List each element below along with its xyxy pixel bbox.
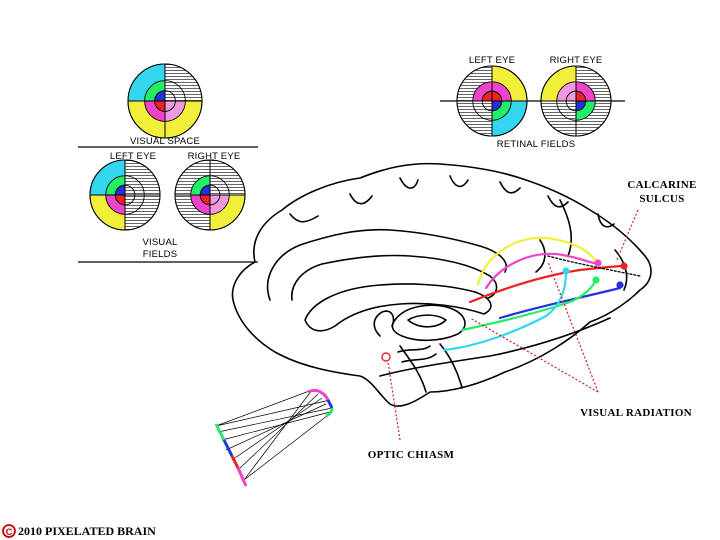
copyright-icon bbox=[2, 524, 16, 538]
fiber-blue bbox=[498, 286, 622, 320]
calcarine-sulcus-line bbox=[547, 255, 641, 277]
optics-arc-magenta bbox=[307, 388, 330, 401]
fiber-cyan bbox=[442, 270, 568, 352]
optic-chiasm-pointer bbox=[387, 361, 401, 441]
brain-outline bbox=[231, 162, 652, 407]
visual-radiation-label: VISUAL RADIATION bbox=[580, 407, 692, 419]
label-pointers bbox=[387, 209, 639, 441]
visual-radiation-pointer-1 bbox=[547, 261, 599, 393]
thalamus bbox=[391, 304, 466, 342]
optics-arc-green bbox=[325, 407, 334, 418]
visual-radiation-pointer-2 bbox=[469, 317, 599, 393]
retinal-right-eye-circle bbox=[540, 65, 612, 137]
optics-bar-green bbox=[214, 423, 226, 441]
copyright-text: 2010 PIXELATED BRAIN bbox=[18, 524, 156, 538]
visual-fields-label-line2: FIELDS bbox=[143, 249, 177, 260]
visual-fields-right-eye-circle bbox=[174, 159, 246, 231]
cingulate-sulcus bbox=[266, 228, 507, 301]
hypothalamus bbox=[373, 310, 395, 337]
brainstem bbox=[399, 343, 463, 393]
calcarine-pointer bbox=[615, 209, 639, 263]
calcarine-label-line1: CALCARINE bbox=[627, 179, 696, 191]
copyright-symbol: C bbox=[6, 527, 13, 537]
fiber-end-magenta bbox=[594, 259, 602, 267]
fiber-end-blue bbox=[616, 281, 624, 289]
retinal-left-eye-circle bbox=[456, 65, 528, 137]
fiber-end-cyan bbox=[562, 267, 570, 275]
visual-space-label: VISUAL SPACE bbox=[130, 136, 200, 147]
optic-chiasm-marker bbox=[381, 352, 391, 362]
visual-fields-left-eye-circle bbox=[89, 159, 161, 231]
retinal-fields-diagram: LEFT EYE RIGHT EYE RETINAL FIELDS bbox=[440, 55, 625, 150]
visual-fields-left-eye-label: LEFT EYE bbox=[110, 151, 156, 162]
retinal-left-eye-label: LEFT EYE bbox=[469, 55, 515, 66]
gyrus-lines-upper bbox=[289, 175, 615, 228]
brain-medial-view bbox=[231, 162, 652, 407]
retinal-fields-label: RETINAL FIELDS bbox=[497, 139, 575, 150]
optics-bar-magenta bbox=[236, 467, 248, 487]
optics-bar-blue bbox=[222, 439, 234, 457]
parieto-occipital-sulcus bbox=[559, 199, 572, 257]
visual-space-circle bbox=[127, 63, 203, 139]
fiber-magenta bbox=[484, 252, 600, 290]
copyright: C 2010 PIXELATED BRAIN bbox=[2, 524, 156, 538]
visual-radiation-fibers bbox=[442, 236, 641, 352]
cingulate-gyrus bbox=[291, 254, 498, 301]
optic-chiasm-label: OPTIC CHIASM bbox=[368, 449, 455, 461]
calcarine-label-line2: SULCUS bbox=[639, 193, 684, 205]
optics-bar-red bbox=[230, 455, 240, 469]
retinal-right-eye-label: RIGHT EYE bbox=[550, 55, 603, 66]
fiber-end-red bbox=[620, 262, 628, 270]
thalamus-inner bbox=[407, 314, 447, 328]
visual-space-diagram: VISUAL SPACE bbox=[78, 63, 258, 148]
visual-fields-diagram: LEFT EYE RIGHT EYE VISUAL FIELDS bbox=[78, 151, 258, 263]
midbrain-folds bbox=[397, 345, 437, 363]
fiber-yellow bbox=[476, 236, 598, 286]
optics-arc-blue bbox=[326, 399, 334, 409]
visual-fields-label-line1: VISUAL bbox=[143, 237, 178, 248]
visual-fields-right-eye-label: RIGHT EYE bbox=[188, 151, 241, 162]
corpus-callosum bbox=[304, 283, 492, 332]
fiber-end-green bbox=[592, 276, 600, 284]
fiber-green bbox=[460, 278, 598, 332]
fiber-red bbox=[468, 264, 626, 304]
optics-color-arcs bbox=[214, 388, 334, 487]
optics-projection bbox=[215, 389, 333, 487]
